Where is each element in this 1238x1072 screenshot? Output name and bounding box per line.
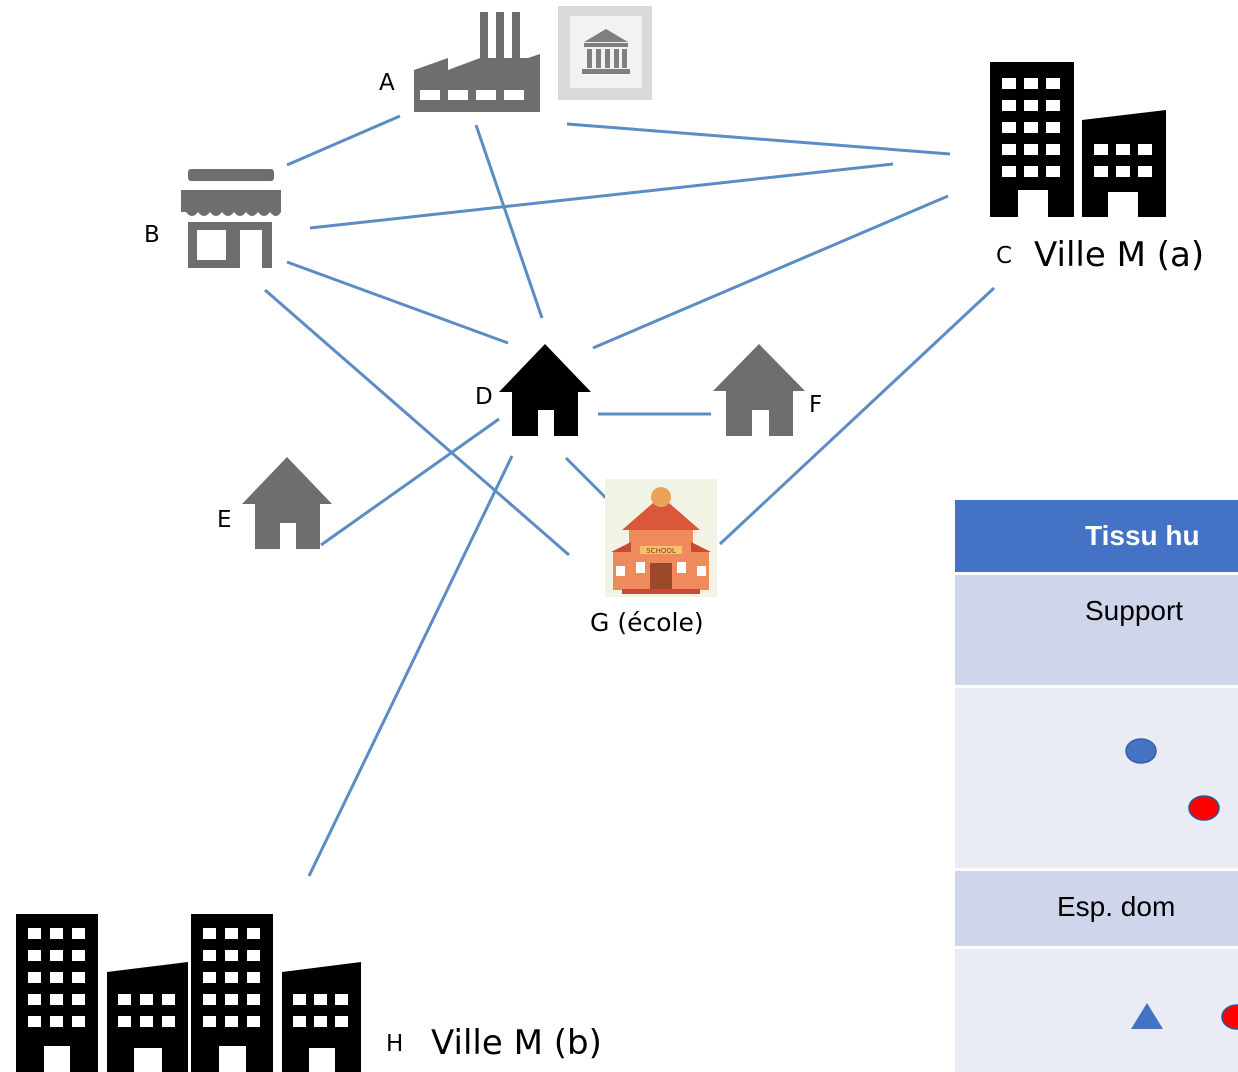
house-icon-e (242, 457, 332, 549)
city-buildings-icon-c (990, 62, 1166, 217)
school-icon: SCHOOL (605, 479, 717, 597)
store-icon (181, 169, 281, 268)
edge-d-g (564, 456, 608, 500)
house-icon-f (713, 344, 805, 436)
red-marker-2 (1221, 1004, 1238, 1030)
edge-a-b (286, 114, 401, 167)
node-label-g: G (école) (590, 608, 704, 637)
caption-h: Ville M (b) (431, 1023, 602, 1063)
edge-b-g (264, 288, 570, 557)
node-label-b: B (144, 222, 160, 248)
markers-support (1125, 738, 1220, 821)
edge-c-d (592, 194, 949, 350)
table-header-text: Tissu hu (1085, 520, 1200, 551)
edge-c-g (718, 286, 996, 546)
city-buildings-icon-h (16, 914, 361, 1072)
node-label-e: E (217, 507, 232, 533)
edge-d-h (307, 455, 514, 877)
table-row-support: Support (955, 572, 1238, 685)
school-sign: SCHOOL (646, 547, 676, 555)
markers-esp-dom (1131, 1003, 1238, 1030)
edge-a-d (474, 124, 544, 319)
table-row-support-body (955, 685, 1238, 871)
tissu-table: Tissu hu Support Esp. dom (955, 500, 1238, 1072)
row-label-esp-dom: Esp. dom (1057, 891, 1176, 922)
table-row-esp-dom: Esp. dom (955, 868, 1238, 946)
edges (264, 114, 996, 877)
house-icon-d (499, 344, 591, 436)
table-header: Tissu hu (955, 500, 1238, 572)
edge-a-c (566, 122, 951, 156)
node-label-d: D (475, 384, 493, 410)
blue-marker (1125, 738, 1157, 764)
node-label-f: F (809, 392, 823, 418)
factory-icon (414, 12, 540, 112)
blue-triangle-marker (1131, 1003, 1163, 1029)
caption-c: Ville M (a) (1034, 235, 1205, 275)
bank-icon (558, 6, 652, 100)
node-label-a: A (379, 70, 395, 96)
node-label-c: C (996, 243, 1013, 269)
table-row-esp-dom-body (955, 946, 1238, 1072)
red-marker (1188, 795, 1220, 821)
node-label-h: H (386, 1031, 404, 1057)
edge-d-e (320, 417, 500, 547)
edge-b-d (286, 260, 509, 345)
edge-b-c (309, 162, 894, 230)
row-label-support: Support (1085, 595, 1184, 626)
